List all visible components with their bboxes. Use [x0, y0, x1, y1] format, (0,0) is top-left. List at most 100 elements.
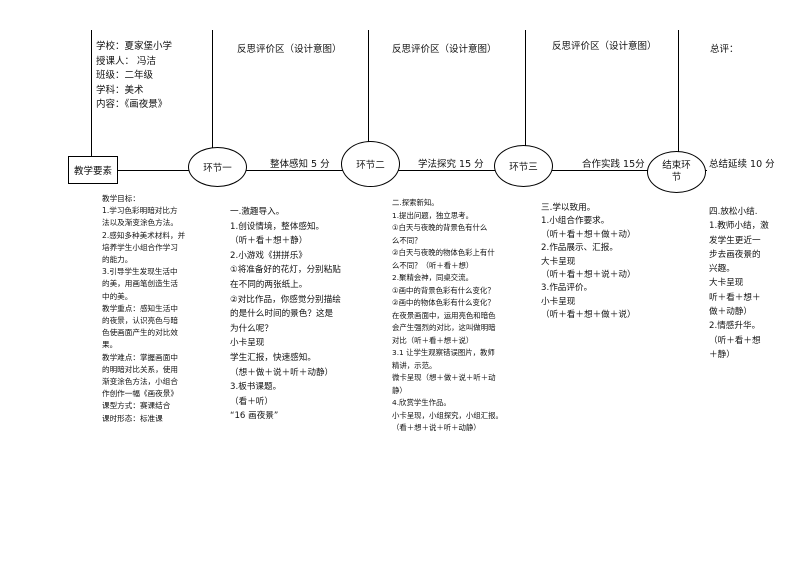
- stage1-line: 一.激趣导入。: [230, 207, 285, 217]
- ending-node-label-line2: 节: [671, 172, 682, 183]
- stage2-line: 精讲，示范。: [392, 360, 437, 370]
- teaching-elements-line: 教学难点：掌握画面中: [102, 352, 178, 362]
- teaching-elements-line: 教学重点：感知生活中: [102, 303, 178, 313]
- stage1-line: 1.创设情境，整体感知。: [230, 221, 325, 232]
- stage4-line: 发学生更近一: [709, 235, 761, 246]
- stage3-line: （听＋看＋想＋说＋动）: [541, 270, 636, 281]
- link-label-cooperative-practice: 合作实践 15分: [582, 159, 645, 170]
- grade-line: 班级：二年级: [96, 70, 154, 81]
- stage4-line: 1.教师小结，激: [709, 221, 769, 232]
- column-divider-3: [368, 30, 369, 170]
- stage2-line: ②画中的物体色彩有什么变化？: [392, 298, 495, 307]
- ending-node: 结束环 节: [647, 151, 706, 193]
- teaching-elements-line: 渐变涂色方法，小组合: [102, 377, 178, 387]
- stage1-line: 小卡呈现: [230, 338, 265, 349]
- stage3-node: 环节三: [494, 145, 553, 187]
- stage1-line: （想＋做＋说＋听＋动静）: [230, 367, 334, 378]
- teaching-elements-box: 教学要素: [68, 156, 118, 184]
- stage4-line: （听＋看＋想: [709, 335, 761, 346]
- stage2-line: 在夜景画面中，运用亮色和暗色: [392, 310, 496, 320]
- stage2-line: 小卡呈现，小组探究，小组汇报。: [392, 410, 503, 420]
- reflection-header-1: 反思评价区（设计意图）: [237, 44, 342, 55]
- stage2-line: ①白天与夜晚的背景色有什么: [392, 223, 488, 232]
- teaching-elements-line: 果。: [102, 340, 118, 350]
- column-divider-1: [91, 30, 92, 170]
- teaching-elements-line: 课型方式：赛课结合: [102, 401, 171, 411]
- subject-line: 学科：美术: [96, 84, 144, 96]
- stage1-line: 学生汇报，快速感知。: [230, 352, 316, 363]
- stage3-line: 大卡呈现: [541, 256, 576, 267]
- link-label-summary-extension: 总结延续 10 分: [709, 159, 775, 170]
- teaching-elements-line: 法以及渐变涂色方法。: [102, 218, 178, 228]
- teaching-elements-line: 3.引导学生发现生活中: [102, 267, 178, 277]
- teacher-line: 授课人： 冯洁: [96, 55, 157, 67]
- stage2-line: 1.提出问题，独立思考。: [392, 210, 473, 220]
- lesson-info: 学校：夏家堡小学 授课人： 冯洁 班级：二年级 学科：美术 内容：《画夜景》: [96, 40, 172, 113]
- stage3-node-label: 环节三: [509, 162, 538, 173]
- stage2-line: 4.欣赏学生作品。: [392, 398, 451, 407]
- stage1-line: ①将准备好的花灯，分别粘贴: [230, 265, 341, 276]
- stage4-line: 做＋动静）: [709, 307, 752, 318]
- teaching-elements-line: 课时形态：标准课: [102, 413, 163, 423]
- stage4-line: ＋静）: [709, 349, 735, 360]
- stage2-line: ①画中的背景色彩有什么变化？: [392, 285, 495, 295]
- overall-evaluation-header: 总评：: [710, 44, 739, 55]
- reflection-header-3: 反思评价区（设计意图）: [552, 41, 657, 52]
- stage1-line: 为什么呢？: [230, 323, 273, 334]
- teaching-elements-line: 教学目标：: [102, 194, 140, 203]
- teaching-elements-line: 的夜景，认识亮色与暗: [102, 316, 178, 326]
- stage2-line: 静）: [392, 385, 407, 395]
- column-divider-5: [678, 30, 679, 170]
- link-label-method-inquiry: 学法探究 15 分: [418, 159, 484, 170]
- stage2-node-label: 环节二: [356, 160, 385, 171]
- stage2-line: 二.探索新知。: [392, 198, 439, 207]
- stage4-line: 听＋看＋想＋: [709, 292, 761, 303]
- stage3-line: （听＋看＋想＋做＋动）: [541, 229, 636, 240]
- stage1-line: ②对比作品，你感觉分别描绘: [230, 294, 341, 305]
- teaching-elements-column: 教学目标： 1.学习色彩明暗对比方法以及渐变涂色方法。 2.感知多种美术材料，并培养…: [102, 193, 185, 425]
- stage1-line: 2.小游戏《拼拼乐》: [230, 250, 307, 261]
- stage1-line: 的是什么时间的景色？这是: [230, 309, 334, 320]
- teaching-elements-line: 培养学生小组合作学习: [102, 242, 178, 252]
- reflection-header-2: 反思评价区（设计意图）: [392, 44, 497, 55]
- stage1-node: 环节一: [188, 147, 247, 187]
- stage4-line: 兴趣。: [709, 264, 735, 275]
- stage2-line: ②白天与夜晚的物体色彩上有什: [392, 248, 495, 257]
- teaching-elements-line: 中的美。: [102, 291, 133, 301]
- stage1-line: 在不同的两张纸上。: [230, 279, 308, 290]
- stage4-line: 步去画夜景的: [709, 249, 761, 260]
- stage1-line: “16 画夜景”: [230, 411, 279, 422]
- school-line: 学校：夏家堡小学: [96, 41, 173, 52]
- stage2-line: 对比（听＋看＋想＋说）: [392, 335, 474, 345]
- teaching-elements-line: 作创作一幅《画夜景》: [102, 389, 178, 399]
- stage4-column: 四.放松小结. 1.教师小结，激发学生更近一步去画夜景的兴趣。大卡呈现听＋看＋想＋…: [709, 205, 769, 362]
- content-line: 内容：《画夜景》: [96, 99, 168, 110]
- column-divider-2: [212, 30, 213, 170]
- stage2-line: （看＋想＋说＋听＋动静）: [392, 423, 481, 432]
- stage4-line: 2.情感升华。: [709, 321, 761, 332]
- flow-line: [117, 170, 707, 171]
- stage1-line: 3.板书课题。: [230, 382, 282, 393]
- stage2-line: 会产生强烈的对比，这叫做明暗: [392, 323, 496, 332]
- stage2-line: 微卡呈现（想＋做＋说＋听＋动: [392, 373, 496, 382]
- stage2-node: 环节二: [341, 141, 400, 187]
- teaching-elements-line: 1.学习色彩明暗对比方: [102, 206, 178, 216]
- teaching-elements-line: 色使画面产生的对比效: [102, 328, 178, 338]
- stage2-line: 3.1 让学生观察错误图片，教师: [392, 348, 495, 357]
- teaching-elements-line: 的能力。: [102, 255, 133, 265]
- stage2-line: 么不同？（听＋看＋想）: [392, 260, 474, 270]
- link-label-overall-perception: 整体感知 5 分: [270, 159, 330, 170]
- ending-node-label-line1: 结束环: [662, 160, 691, 171]
- stage2-line: 么不同？: [392, 235, 422, 245]
- teaching-elements-line: 的美，用画笔创造生活: [102, 279, 178, 289]
- teaching-elements-line: 2.感知多种美术材料，并: [102, 230, 186, 240]
- stage3-line: 小卡呈现: [541, 296, 576, 307]
- stage2-line: 2.聚精会神，同桌交流。: [392, 273, 473, 282]
- stage4-line: 大卡呈现: [709, 278, 744, 289]
- stage3-line: 3.作品评价。: [541, 283, 593, 294]
- stage3-column: 三.学以致用。1.小组合作要求。（听＋看＋想＋做＋动）2.作品展示、汇报。大卡呈…: [541, 202, 636, 323]
- stage3-line: 2.作品展示、汇报。: [541, 243, 618, 254]
- stage1-column: 一.激趣导入。1.创设情境，整体感知。（听＋看＋想＋静）2.小游戏《拼拼乐》①将…: [230, 205, 341, 424]
- stage2-column: 二.探索新知。 1.提出问题，独立思考。 ①白天与夜晚的背景色有什么么不同？ ②白天与…: [392, 197, 503, 435]
- stage4-line: 四.放松小结.: [709, 207, 758, 217]
